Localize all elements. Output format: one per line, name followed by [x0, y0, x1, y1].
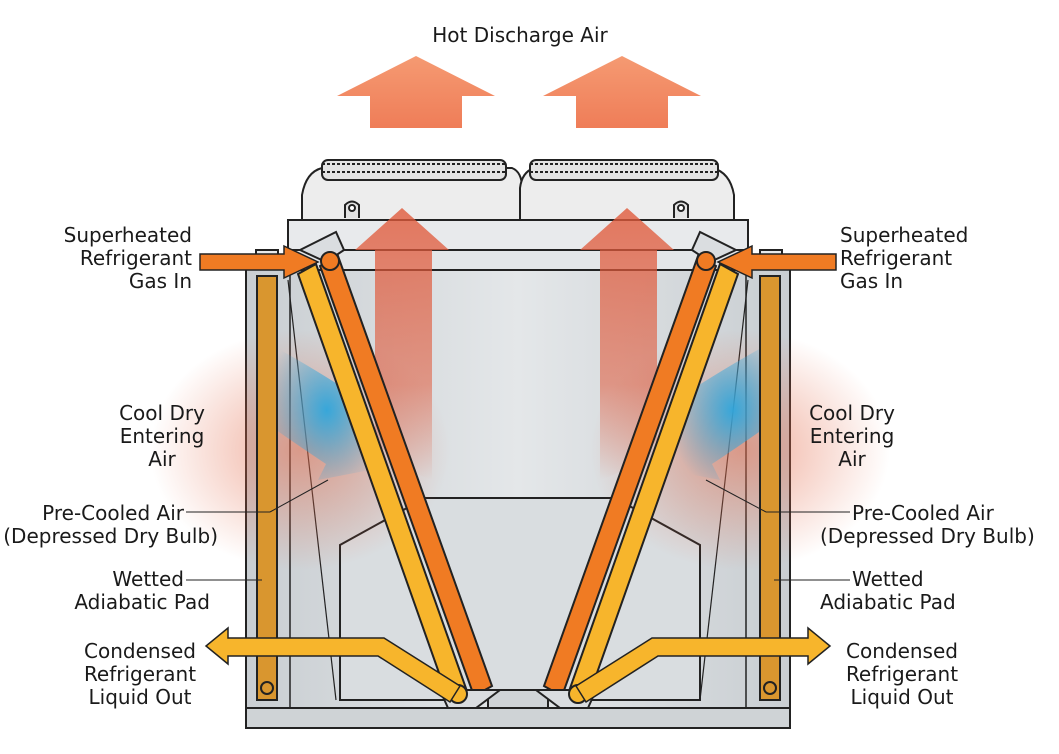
label-pad-right: Wetted Adiabatic Pad [820, 567, 1012, 614]
header-inlet-left [320, 251, 340, 271]
label-line: Condensed [846, 639, 958, 663]
label-cool-air-left: Cool Dry Entering Air [102, 402, 222, 471]
header-inlet-right [696, 251, 716, 271]
label-line: Cool Dry [809, 401, 895, 425]
label-line: Refrigerant [79, 246, 192, 270]
discharge-arrow-left [337, 56, 495, 128]
label-liquid-out-left: Condensed Refrigerant Liquid Out [60, 640, 220, 709]
cool-air-arrow-right [668, 340, 776, 480]
label-line: Adiabatic Pad [820, 590, 956, 614]
label-line: (Depressed Dry Bulb) [820, 524, 1035, 548]
label-line: Pre-Cooled Air [852, 501, 994, 525]
label-line: Gas In [128, 269, 192, 293]
label-line: Refrigerant [840, 246, 953, 270]
label-line: Adiabatic Pad [74, 590, 210, 614]
label-line: Entering [119, 424, 205, 448]
liquid-out-arrows [204, 626, 832, 704]
label-line: Liquid Out [850, 685, 954, 709]
label-line: (Depressed Dry Bulb) [3, 524, 218, 548]
cool-air-arrow-left [262, 340, 370, 480]
wetted-pad-right [759, 275, 781, 701]
gas-in-arrows [199, 244, 837, 280]
label-line: Pre-Cooled Air [42, 501, 184, 525]
leader-lines [186, 479, 850, 581]
label-pad-left: Wetted Adiabatic Pad [20, 567, 210, 614]
label-cool-air-right: Cool Dry Entering Air [792, 402, 912, 471]
label-line: Entering [809, 424, 895, 448]
liquid-out-arrow-right [574, 626, 832, 704]
gas-in-arrow-right [716, 244, 837, 280]
discharge-arrow-right [543, 56, 701, 128]
label-precooled-right: Pre-Cooled Air (Depressed Dry Bulb) [820, 501, 1052, 548]
hot-discharge-arrows [337, 56, 701, 128]
label-line: Superheated [63, 223, 192, 247]
label-line: Air [148, 447, 176, 471]
label-line: Condensed [84, 639, 196, 663]
label-line: Wetted [852, 567, 924, 591]
title-hot-discharge-air: Hot Discharge Air [432, 23, 608, 47]
fans [301, 159, 735, 223]
label-line: Refrigerant [83, 662, 197, 686]
label-line: Liquid Out [88, 685, 192, 709]
gas-in-arrow-left [199, 244, 320, 280]
coils [296, 230, 740, 709]
liquid-out-arrow-left [204, 626, 462, 704]
label-gas-in-right: Superheated Refrigerant Gas In [840, 224, 1012, 293]
wetted-pads [256, 275, 781, 701]
label-line: Superheated [840, 223, 969, 247]
label-line: Refrigerant [845, 662, 959, 686]
label-line: Wetted [112, 567, 184, 591]
label-line: Cool Dry [119, 401, 205, 425]
label-liquid-out-right: Condensed Refrigerant Liquid Out [822, 640, 982, 709]
label-precooled-left: Pre-Cooled Air (Depressed Dry Bulb) [0, 501, 218, 548]
label-line: Air [838, 447, 866, 471]
wetted-pad-left [256, 275, 278, 701]
label-line: Gas In [840, 269, 904, 293]
label-gas-in-left: Superheated Refrigerant Gas In [20, 224, 192, 293]
